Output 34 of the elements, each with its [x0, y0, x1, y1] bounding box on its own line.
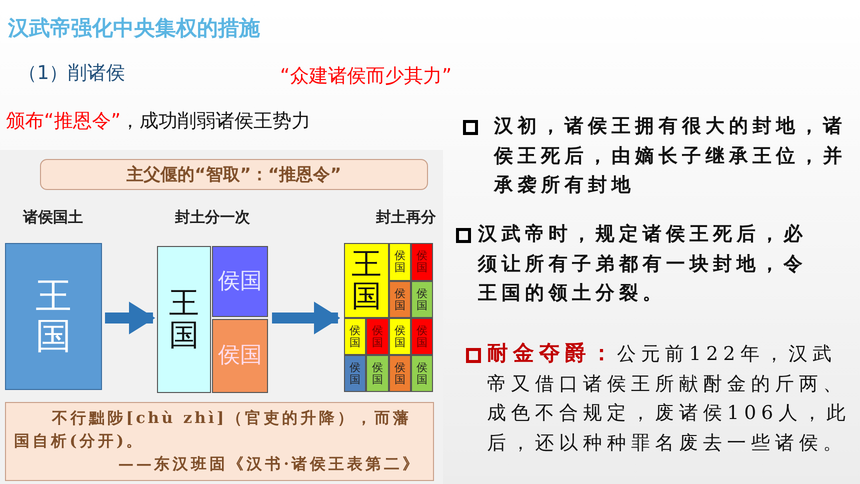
block-arrow [105, 302, 156, 334]
banner: 主父偃的“智取”：“推恩令” [40, 159, 428, 190]
body-text: ，成功削弱诸侯王势力 [120, 110, 311, 132]
kingdom-box: 王国 [157, 246, 211, 393]
kingdom-box: 王国 [344, 243, 389, 318]
fief-box: 侯国 [411, 281, 433, 318]
citation-text: ——东汉班固《汉书·诸侯王表第二》 [117, 453, 422, 475]
fief-box: 侯国 [411, 318, 433, 355]
fief-box: 侯国 [411, 243, 433, 281]
quote-text: 不行黜陟[chù zhì]（官吏的升降），而藩国自析(分开)。 [14, 407, 412, 452]
fief-box: 侯国 [212, 246, 268, 317]
title: 汉武帝强化中央集权的措施 [8, 15, 260, 42]
quote-text: “众建诸侯而少其力” [280, 64, 452, 89]
highlight-text: 颁布“推恩令” [6, 110, 121, 132]
kingdom-label: 王国 [34, 276, 72, 356]
block-arrow [272, 302, 340, 334]
stage-heading: 封土再分 [375, 208, 436, 227]
fief-box: 侯国 [389, 281, 411, 318]
fief-box: 侯国 [366, 355, 389, 392]
bullet-text: 耐金夺爵：公元前122年，汉武帝又借口诸侯王所献酎金的斤两、成色不合规定，废诸侯106人，此后，还以种种罪名废去一些诸侯。 [487, 340, 852, 456]
fief-box: 侯国 [366, 318, 389, 355]
stage-heading: 诸侯国土 [22, 208, 84, 227]
fief-box: 侯国 [411, 355, 433, 392]
fief-box: 侯国 [212, 319, 268, 393]
stage-heading: 封土分一次 [174, 208, 251, 227]
quote-box [5, 402, 434, 481]
fief-box: 侯国 [389, 355, 411, 392]
fief-box: 侯国 [389, 243, 411, 281]
fief-box: 侯国 [344, 355, 366, 392]
bullet-text: 汉初，诸侯王拥有很大的封地，诸侯王死后，由嫡长子继承王位，并承袭所有封地 [494, 114, 848, 198]
bullet-text: 汉武帝时，规定诸侯王死后，必须让所有子弟都有一块封地，令王国的领土分裂。 [478, 222, 808, 306]
fief-box: 侯国 [344, 318, 366, 355]
section-heading: （1）削诸侯 [18, 61, 126, 86]
fief-box: 侯国 [389, 318, 411, 355]
